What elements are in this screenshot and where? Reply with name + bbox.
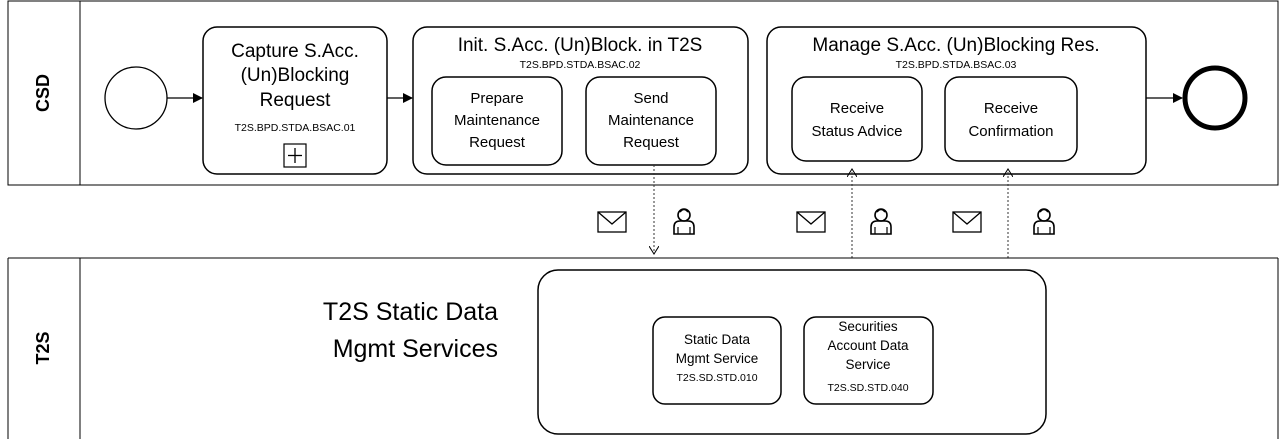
message-flows <box>654 165 1008 258</box>
csd-lane-label: CSD <box>33 74 53 112</box>
t2s-pool-title-line-2: Mgmt Services <box>333 335 498 363</box>
task-send-line-1: Send <box>633 90 668 107</box>
end-event-icon <box>1182 65 1248 131</box>
service-static-data-mgmt[interactable]: Static Data Mgmt Service T2S.SD.STD.010 <box>652 316 782 405</box>
service-securities-code: T2S.SD.STD.040 <box>827 382 908 394</box>
service-securities-line-1: Securities <box>838 319 898 334</box>
init-block-title: Init. S.Acc. (Un)Block. in T2S <box>458 35 703 56</box>
t2s-pool-title-line-1: T2S Static Data <box>323 298 498 326</box>
task-prepare-line-3: Request <box>469 134 526 151</box>
t2s-services-container[interactable]: Static Data Mgmt Service T2S.SD.STD.010 … <box>537 269 1047 435</box>
capture-code: T2S.BPD.STDA.BSAC.01 <box>235 122 356 134</box>
init-block-subprocess[interactable]: Init. S.Acc. (Un)Block. in T2S T2S.BPD.S… <box>412 26 749 175</box>
user-icon <box>1033 208 1055 235</box>
subprocess-plus-icon[interactable] <box>283 143 307 168</box>
envelope-icon <box>952 211 982 233</box>
service-static-line-2: Mgmt Service <box>676 351 759 366</box>
t2s-lane: T2S <box>7 257 1279 439</box>
user-icon <box>870 208 892 235</box>
manage-block-code: T2S.BPD.STDA.BSAC.03 <box>896 59 1017 71</box>
capture-title-line-3: Request <box>260 90 331 111</box>
task-prepare-maintenance-request[interactable]: Prepare Maintenance Request <box>431 76 563 166</box>
task-confirmation-line-1: Receive <box>984 100 1038 117</box>
service-securities-line-2: Account Data <box>827 338 909 353</box>
service-static-line-1: Static Data <box>684 332 751 347</box>
task-confirmation-line-2: Confirmation <box>968 123 1053 140</box>
task-status-line-2: Status Advice <box>812 123 903 140</box>
task-send-line-3: Request <box>623 134 680 151</box>
manage-block-subprocess[interactable]: Manage S.Acc. (Un)Blocking Res. T2S.BPD.… <box>766 26 1147 175</box>
task-receive-status-advice[interactable]: Receive Status Advice <box>791 76 923 162</box>
user-icon <box>673 208 695 235</box>
manage-block-title: Manage S.Acc. (Un)Blocking Res. <box>812 35 1099 56</box>
capture-subprocess[interactable]: Capture S.Acc. (Un)Blocking Request T2S.… <box>202 26 388 175</box>
task-status-line-1: Receive <box>830 100 884 117</box>
envelope-icon <box>796 211 826 233</box>
task-prepare-line-2: Maintenance <box>454 112 540 129</box>
task-send-line-2: Maintenance <box>608 112 694 129</box>
capture-title-line-1: Capture S.Acc. <box>231 41 359 62</box>
service-static-code: T2S.SD.STD.010 <box>676 372 757 384</box>
capture-title-line-2: (Un)Blocking <box>241 65 350 86</box>
task-prepare-line-1: Prepare <box>470 90 523 107</box>
envelope-icon <box>597 211 627 233</box>
service-securities-line-3: Service <box>845 357 890 372</box>
start-event-icon <box>104 66 168 130</box>
service-securities-account-data[interactable]: Securities Account Data Service T2S.SD.S… <box>803 316 934 405</box>
t2s-lane-label: T2S <box>33 331 53 364</box>
init-block-code: T2S.BPD.STDA.BSAC.02 <box>520 59 641 71</box>
task-receive-confirmation[interactable]: Receive Confirmation <box>944 76 1078 162</box>
task-send-maintenance-request[interactable]: Send Maintenance Request <box>585 76 717 166</box>
